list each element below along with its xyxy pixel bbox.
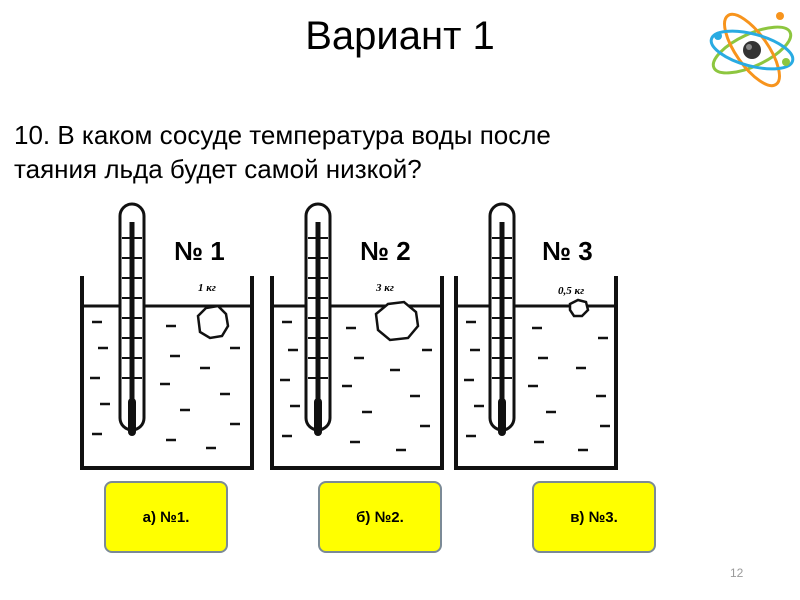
ice-piece xyxy=(196,304,230,340)
vessel-2-ice-mass: 3 кг xyxy=(375,282,394,294)
answer-button-c[interactable]: в) №3. xyxy=(532,481,656,553)
vessel-1: № 1 1 кг xyxy=(80,202,254,470)
thermometer-icon xyxy=(488,202,516,436)
vessel-1-label: № 1 xyxy=(174,236,225,266)
question-line-2: таяния льда будет самой низкой? xyxy=(14,154,422,184)
vessel-3: № 3 0,5 кг xyxy=(454,202,618,470)
question-text: 10. В каком сосуде температура воды посл… xyxy=(14,118,694,186)
ice-piece xyxy=(568,298,590,318)
question-line-1: 10. В каком сосуде температура воды посл… xyxy=(14,120,551,150)
vessels-figure: № 1 1 кг № 2 3 кг xyxy=(80,202,618,470)
vessel-1-ice-mass: 1 кг xyxy=(198,282,216,294)
answer-button-b[interactable]: б) №2. xyxy=(318,481,442,553)
slide-title: Вариант 1 xyxy=(305,14,495,58)
slide-number: 12 xyxy=(730,566,744,580)
vessel-3-ice-mass: 0,5 кг xyxy=(558,285,584,297)
atom-icon xyxy=(709,12,795,88)
vessel-2: № 2 3 кг xyxy=(270,202,444,470)
thermometer-icon xyxy=(118,202,146,436)
answer-button-a[interactable]: а) №1. xyxy=(104,481,228,553)
vessel-3-label: № 3 xyxy=(542,236,593,266)
vessel-2-label: № 2 xyxy=(360,236,411,266)
ice-piece xyxy=(374,300,420,342)
thermometer-icon xyxy=(304,202,332,436)
